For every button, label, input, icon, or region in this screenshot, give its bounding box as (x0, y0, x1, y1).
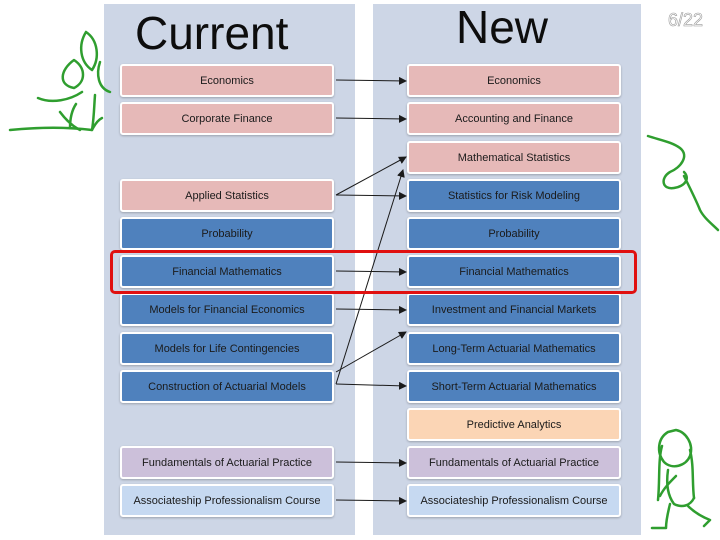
current-box-associateship-professionalism: Associateship Professionalism Course (120, 484, 334, 517)
new-heading: New (456, 1, 549, 53)
arrow-fundamentals (335, 458, 407, 467)
slide-number: 6/22 (668, 10, 704, 31)
arrow-applied-stats-to-risk-modeling (335, 191, 407, 200)
current-box-models-life-contingencies: Models for Life Contingencies (120, 332, 334, 365)
new-box-statistics-risk-modeling: Statistics for Risk Modeling (407, 179, 621, 212)
new-box-accounting-finance: Accounting and Finance (407, 102, 621, 135)
new-box-probability: Probability (407, 217, 621, 250)
current-box-probability: Probability (120, 217, 334, 250)
arrow-models-life-contingencies (335, 331, 407, 373)
financial-mathematics-highlight (110, 250, 637, 294)
current-heading: Current (135, 7, 289, 59)
current-box-economics: Economics (120, 64, 334, 97)
squiggle-doodle (646, 134, 720, 232)
arrow-models-financial-economics (335, 305, 407, 314)
flower-doodle (8, 30, 112, 132)
current-box-fundamentals-actuarial-practice: Fundamentals of Actuarial Practice (120, 446, 334, 479)
arrow-applied-stats-to-math-stats (335, 156, 407, 196)
arrow-associateship (335, 496, 407, 505)
arrow-corporate-finance (335, 114, 407, 123)
new-box-fundamentals-actuarial-practice: Fundamentals of Actuarial Practice (407, 446, 621, 479)
new-box-mathematical-statistics: Mathematical Statistics (407, 141, 621, 174)
current-box-financial-mathematics: Financial Mathematics (120, 255, 334, 288)
figure-doodle (650, 428, 712, 530)
new-box-financial-mathematics: Financial Mathematics (407, 255, 621, 288)
new-box-associateship-professionalism: Associateship Professionalism Course (407, 484, 621, 517)
new-box-economics: Economics (407, 64, 621, 97)
new-box-short-term-actuarial-math: Short-Term Actuarial Mathematics (407, 370, 621, 403)
arrow-construction-to-math-stats (335, 169, 405, 385)
current-box-applied-statistics: Applied Statistics (120, 179, 334, 212)
arrow-economics (335, 76, 407, 85)
current-box-models-financial-economics: Models for Financial Economics (120, 293, 334, 326)
current-box-corporate-finance: Corporate Finance (120, 102, 334, 135)
new-box-long-term-actuarial-math: Long-Term Actuarial Mathematics (407, 332, 621, 365)
new-box-predictive-analytics: Predictive Analytics (407, 408, 621, 441)
arrow-construction-to-short-term (335, 381, 407, 390)
current-box-construction-actuarial-models: Construction of Actuarial Models (120, 370, 334, 403)
new-box-investment-financial-markets: Investment and Financial Markets (407, 293, 621, 326)
